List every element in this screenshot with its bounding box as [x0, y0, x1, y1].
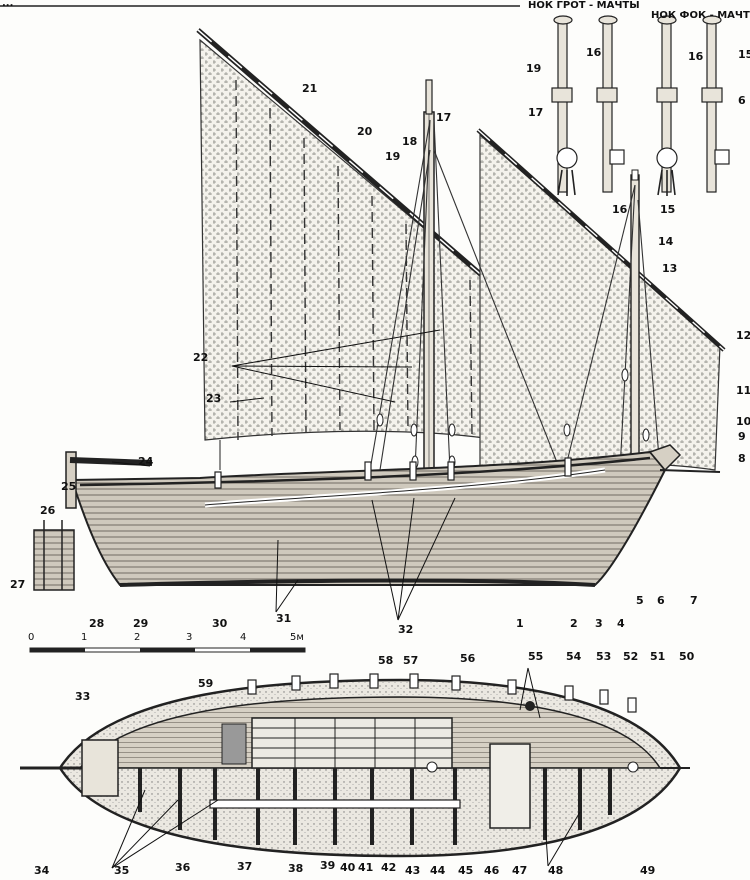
keelson: [209, 799, 461, 809]
callout-number: 47: [512, 864, 527, 877]
fok-mast-title: НОК ФОК - МАЧТЫ: [651, 10, 750, 21]
callout-number: 14: [658, 235, 674, 248]
callout-number: 16: [612, 203, 628, 216]
rudder: [33, 529, 75, 591]
callout-number: 2: [570, 617, 578, 630]
callout-number: 7: [690, 594, 698, 607]
callout-number: 42: [381, 861, 396, 874]
callout-number: 1: [516, 617, 524, 630]
scale-tick: 0: [28, 632, 34, 643]
fore-mast: [630, 174, 640, 476]
callout-number: 35: [114, 864, 129, 877]
callout-number: 19: [385, 150, 400, 163]
grot-mast-title: НОК ГРОТ - МАЧТЫ: [528, 0, 640, 11]
callout-number: 29: [133, 617, 148, 630]
gunwale-pins: [247, 673, 637, 713]
callout-number: 21: [302, 82, 317, 95]
callout-number: 10: [736, 415, 750, 428]
callout-number: 45: [458, 864, 473, 877]
callout-number: 8: [738, 452, 746, 465]
callout-number: 59: [198, 677, 213, 690]
callout-number: 28: [89, 617, 104, 630]
callout-number: 34: [34, 864, 50, 877]
callout-number: 58: [378, 654, 393, 667]
callout-number: 49: [640, 864, 655, 877]
callout-number: 16: [586, 46, 602, 59]
callout-number: 3: [595, 617, 603, 630]
header-left-text: ...: [2, 0, 13, 9]
callout-number: 23: [206, 392, 221, 405]
sternpost: [65, 451, 77, 509]
callout-number: 57: [403, 654, 418, 667]
mast-head-details: [551, 15, 730, 196]
callout-number: 48: [548, 864, 563, 877]
callout-number: 54: [566, 650, 582, 663]
tiller: [69, 457, 153, 466]
callout-number: 56: [460, 652, 476, 665]
scale-tick: 3: [186, 632, 192, 643]
callout-number: 5: [636, 594, 644, 607]
callout-number: 31: [276, 612, 291, 625]
fore-yard: [476, 128, 726, 352]
callout-number: 44: [430, 864, 446, 877]
hold-box: [489, 743, 531, 829]
callout-number: 17: [528, 106, 543, 119]
callout-number: 15: [660, 203, 675, 216]
scale-tick: 5м: [290, 632, 304, 643]
keel: [119, 578, 596, 587]
leader-lines: [111, 329, 581, 869]
callout-number: 22: [193, 351, 208, 364]
callout-number: 41: [358, 861, 373, 874]
hatch: [251, 717, 453, 769]
callout-number: 51: [650, 650, 665, 663]
scale-ticks: 0 1 2 3 4 5м: [28, 632, 304, 643]
fore-sail: [479, 133, 721, 471]
callout-number: 15: [738, 48, 750, 61]
callout-number: 53: [596, 650, 611, 663]
callout-number: 36: [175, 861, 191, 874]
callout-number: 9: [738, 430, 746, 443]
callout-number: 38: [288, 862, 303, 875]
callout-number: 30: [212, 617, 228, 630]
scale-bar: [29, 647, 306, 653]
callout-number: 27: [10, 578, 25, 591]
callout-number: 12: [736, 329, 750, 342]
callout-number: 37: [237, 860, 252, 873]
callout-number: 18: [402, 135, 417, 148]
scale-tick: 4: [240, 632, 246, 643]
callout-number: 50: [679, 650, 695, 663]
callout-number: 40: [340, 861, 356, 874]
callout-number: 24: [138, 455, 154, 468]
callout-number: 25: [61, 480, 76, 493]
callout-number: 16: [688, 50, 704, 63]
thole-pins: [214, 457, 572, 489]
mast-detail-labels: 16 19 17 16 15 6: [526, 46, 750, 119]
callout-number: 13: [662, 262, 677, 275]
callout-number: 55: [528, 650, 543, 663]
scale-tick: 1: [81, 632, 87, 643]
callout-number: 4: [617, 617, 625, 630]
callout-number: 43: [405, 864, 420, 877]
callout-number: 52: [623, 650, 638, 663]
rigging: [219, 119, 661, 471]
callout-number: 26: [40, 504, 56, 517]
callout-number: 6: [657, 594, 665, 607]
callout-number: 33: [75, 690, 90, 703]
callout-number: 11: [736, 384, 750, 397]
callout-number: 32: [398, 623, 413, 636]
stem: [648, 444, 682, 472]
callout-number: 6: [738, 94, 746, 107]
callout-number: 39: [320, 859, 335, 872]
callout-number: 19: [526, 62, 541, 75]
callout-number: 46: [484, 864, 500, 877]
callout-number: 17: [436, 111, 451, 124]
callout-number: 20: [357, 125, 373, 138]
scale-tick: 2: [134, 632, 140, 643]
